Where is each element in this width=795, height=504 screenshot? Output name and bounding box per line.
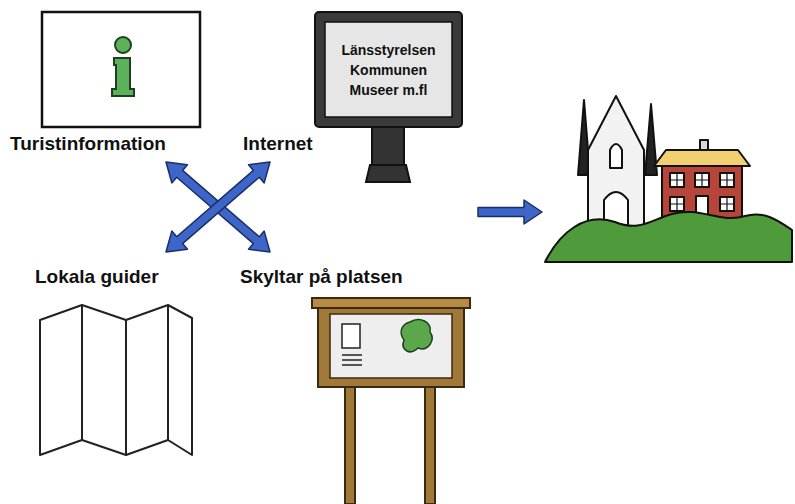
blue-arrow (166, 162, 270, 252)
arrow-group (166, 162, 542, 252)
info-icon (112, 37, 134, 96)
source-label: Internet (243, 133, 313, 155)
source-label: Skyltar på platsen (240, 266, 403, 288)
folded-map (40, 305, 192, 455)
blue-arrow (166, 162, 270, 252)
info-box (42, 12, 200, 127)
notice-board (312, 298, 470, 504)
sign-text: Länsstyrelsen Kommunen Museer m.fl (341, 40, 435, 100)
source-label: Turistinformation (10, 133, 166, 155)
source-label: Lokala guider (35, 266, 159, 288)
sign-text-box: Länsstyrelsen Kommunen Museer m.fl (325, 22, 452, 117)
sign-board (315, 12, 462, 182)
blue-arrow (478, 200, 542, 224)
church-house (545, 96, 792, 262)
